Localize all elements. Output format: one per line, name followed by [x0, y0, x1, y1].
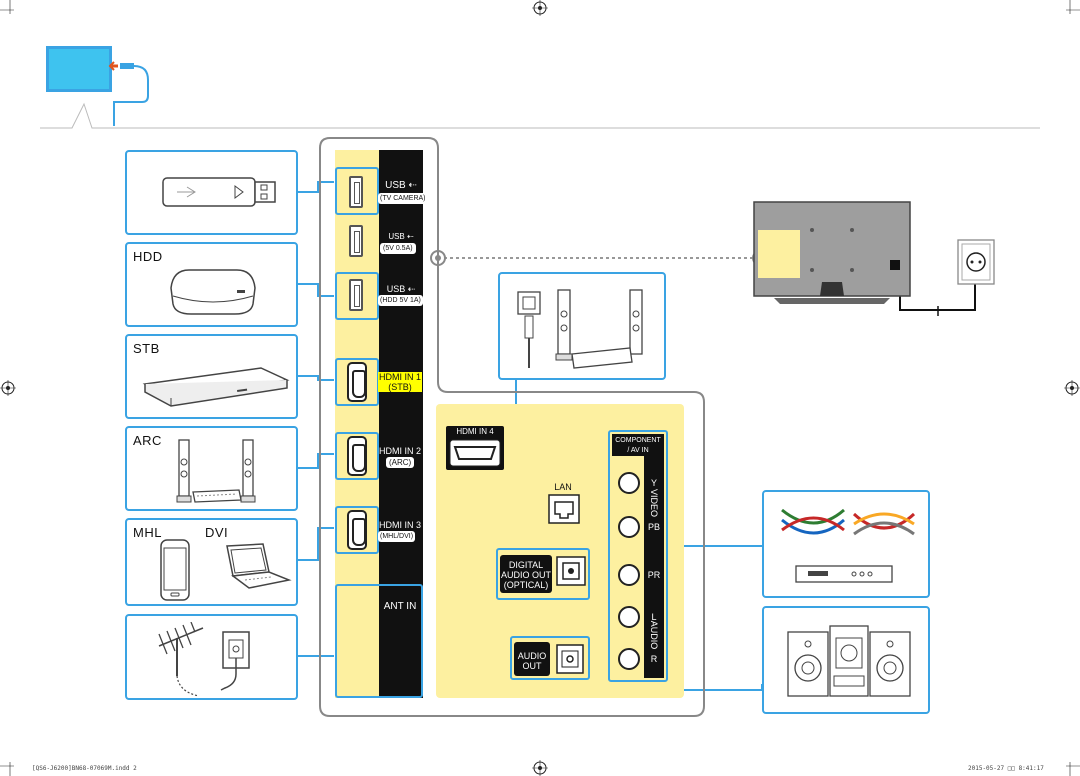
- hdd-label: HDD: [133, 249, 163, 264]
- av-receiver-icon: [795, 565, 893, 583]
- ant-in-label: ANT IN: [383, 601, 417, 612]
- audio-r-label: R: [650, 654, 658, 664]
- audio-out-highlight: [510, 636, 590, 680]
- hdmi4-label: HDMI IN 4: [456, 427, 494, 436]
- usb3-label: USB ⇠: [386, 284, 416, 294]
- component-side-bar: [644, 456, 664, 678]
- usb-port-3[interactable]: [349, 279, 363, 311]
- pr-label: PR: [647, 570, 661, 580]
- hdmi2-highlight: [335, 432, 379, 480]
- rca-pb-jack[interactable]: [618, 516, 640, 538]
- stb-device-box: STB: [125, 334, 298, 419]
- usb2-sub-label: (5V 0.5A): [380, 243, 416, 254]
- footer-left-text: [QS6-J6200]BN68-07069M.indd 2: [32, 765, 137, 772]
- hdmi1-sub-label: (STB): [378, 382, 422, 392]
- set-top-box-icon: [142, 367, 290, 407]
- tv-rear-icon: [753, 201, 911, 304]
- audio-out-port-icon[interactable]: [556, 644, 584, 674]
- usb1-highlight: [335, 167, 379, 215]
- dvi-label: DVI: [205, 525, 229, 540]
- stb-label: STB: [133, 341, 160, 356]
- digital-label-1: DIGITAL: [508, 560, 544, 570]
- hard-drive-icon: [170, 269, 256, 315]
- mhl-dvi-device-box: MHL DVI: [125, 518, 298, 606]
- hdmi3-sub-label: (MHL/DVI): [378, 531, 416, 542]
- audio-system-box: [762, 606, 930, 714]
- camera-cable-icon: [108, 61, 149, 126]
- usb-stick-icon: [162, 177, 276, 207]
- digital-audio-group: [500, 555, 552, 593]
- usb-port-1[interactable]: [349, 176, 363, 208]
- registration-mark-right: [1064, 380, 1080, 396]
- optical-soundbar-box: [498, 272, 666, 380]
- usb1-sub-label: (TV CAMERA): [378, 193, 428, 204]
- component-cables-icon: [781, 508, 916, 536]
- rca-pr-jack[interactable]: [618, 564, 640, 586]
- usb2-label: USB ⇠: [388, 232, 414, 241]
- video-y-label: Y: [650, 478, 657, 488]
- audio-l-label: L: [651, 612, 657, 622]
- component-device-box: [762, 490, 930, 598]
- audio-out-group: [514, 642, 550, 676]
- arc-label: ARC: [133, 433, 162, 448]
- hdmi2-sub-label: (ARC): [386, 457, 415, 468]
- registration-mark-bottom: [532, 760, 548, 776]
- digital-label-2: AUDIO OUT: [500, 570, 551, 580]
- usb-device-box: [125, 150, 298, 235]
- component-highlight: [608, 430, 668, 682]
- digital-audio-highlight: [496, 548, 590, 600]
- antenna-device-box: [125, 614, 298, 700]
- wall-antenna-socket-icon: [220, 631, 250, 691]
- hdmi2-label: HDMI IN 2: [378, 446, 421, 456]
- footer-right-text: 2015-05-27 □□ 8:41:17: [968, 765, 1044, 772]
- soundbar-speakers-icon: [176, 439, 256, 503]
- registration-mark-left: [0, 380, 16, 396]
- hdmi-port-3[interactable]: [347, 510, 367, 550]
- audio-out-label-1: AUDIO: [517, 651, 547, 661]
- lan-port-icon[interactable]: [548, 494, 580, 524]
- usb3-sub-label: (HDD 5V 1A): [378, 295, 423, 306]
- hdmi-port-1[interactable]: [347, 362, 367, 402]
- component-label-2: / AV IN: [627, 447, 649, 454]
- laptop-icon: [226, 543, 292, 589]
- rca-audio-l-jack[interactable]: [618, 606, 640, 628]
- hdd-device-box: HDD: [125, 242, 298, 327]
- digital-label-3: (OPTICAL): [503, 580, 549, 590]
- arc-device-box: ARC: [125, 426, 298, 511]
- hdmi3-highlight: [335, 506, 379, 554]
- soundbar-icon: [555, 289, 643, 369]
- smartphone-icon: [160, 539, 190, 601]
- hdmi3-label: HDMI IN 3: [378, 520, 421, 530]
- power-outlet-icon: [957, 239, 995, 285]
- rca-audio-r-jack[interactable]: [618, 648, 640, 670]
- rca-y-video-jack[interactable]: [618, 472, 640, 494]
- usb1-label: USB ⇠: [385, 180, 417, 191]
- audio-out-label-2: OUT: [522, 661, 542, 671]
- registration-mark-top: [532, 0, 548, 16]
- tv-camera-screen-icon: [46, 46, 112, 92]
- component-label-1: COMPONENT: [615, 437, 661, 444]
- usb-port-2[interactable]: [349, 225, 363, 257]
- hdmi-port-2[interactable]: [347, 436, 367, 476]
- optical-cable-icon: [517, 291, 541, 368]
- lan-label: LAN: [554, 482, 572, 492]
- mhl-label: MHL: [133, 525, 162, 540]
- component-label-bg: [612, 434, 664, 456]
- hdmi1-label: HDMI IN 1: [378, 372, 422, 382]
- hifi-system-icon: [787, 625, 911, 697]
- antenna-icon: [158, 622, 204, 697]
- hdmi4-port-icon: [449, 439, 501, 467]
- pb-label: PB: [647, 522, 660, 532]
- side-panel-black: [379, 150, 423, 698]
- optical-port-icon[interactable]: [556, 556, 586, 586]
- ant-highlight: [335, 584, 423, 698]
